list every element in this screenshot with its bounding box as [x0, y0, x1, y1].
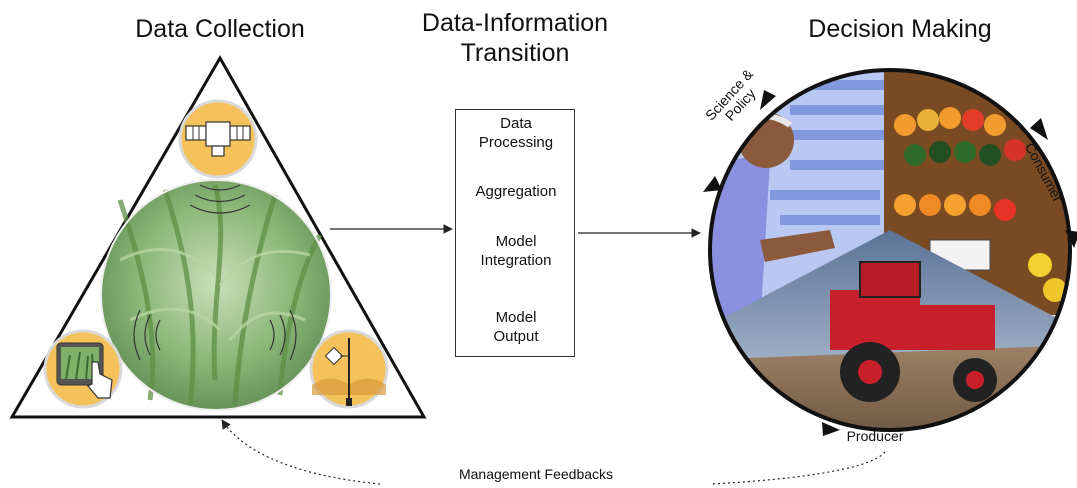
step-model-output: Model Output — [456, 308, 576, 346]
step-data-processing: Data Processing — [456, 114, 576, 152]
transition-heading-line1: Data-Information — [421, 9, 609, 37]
decision-wheel-rim — [708, 68, 1072, 432]
step-1-line2: Processing — [478, 134, 554, 151]
step-model-integration: Model Integration — [456, 232, 576, 270]
wheel-arrows — [703, 90, 1077, 436]
step-aggregation: Aggregation — [456, 182, 576, 201]
field-sensor-icon — [309, 329, 389, 409]
data-processing-flow-box: Data Processing Aggregation Model Integr… — [455, 109, 575, 357]
step-1-line1: Data — [500, 115, 532, 132]
decision-wheel-photo — [710, 70, 1070, 430]
producer-label: Producer — [846, 428, 904, 444]
step-3-line2: Integration — [480, 252, 552, 269]
data-collection-heading: Data Collection — [135, 15, 305, 43]
management-feedbacks-label: Management Feedbacks — [458, 466, 614, 482]
step-3-line1: Model — [495, 233, 537, 250]
crop-field-photo — [100, 179, 332, 411]
transition-heading-line2: Transition — [460, 39, 570, 67]
step-4-line1: Model — [495, 309, 537, 326]
touchscreen-plant-icon — [43, 329, 123, 409]
step-2-line1: Aggregation — [475, 183, 557, 200]
data-information-transition-heading: Data-Information Transition — [395, 8, 635, 68]
satellite-icon — [178, 99, 258, 179]
decision-making-heading: Decision Making — [808, 15, 992, 43]
step-4-line2: Output — [493, 328, 539, 345]
management-feedback-arrow — [222, 420, 886, 485]
